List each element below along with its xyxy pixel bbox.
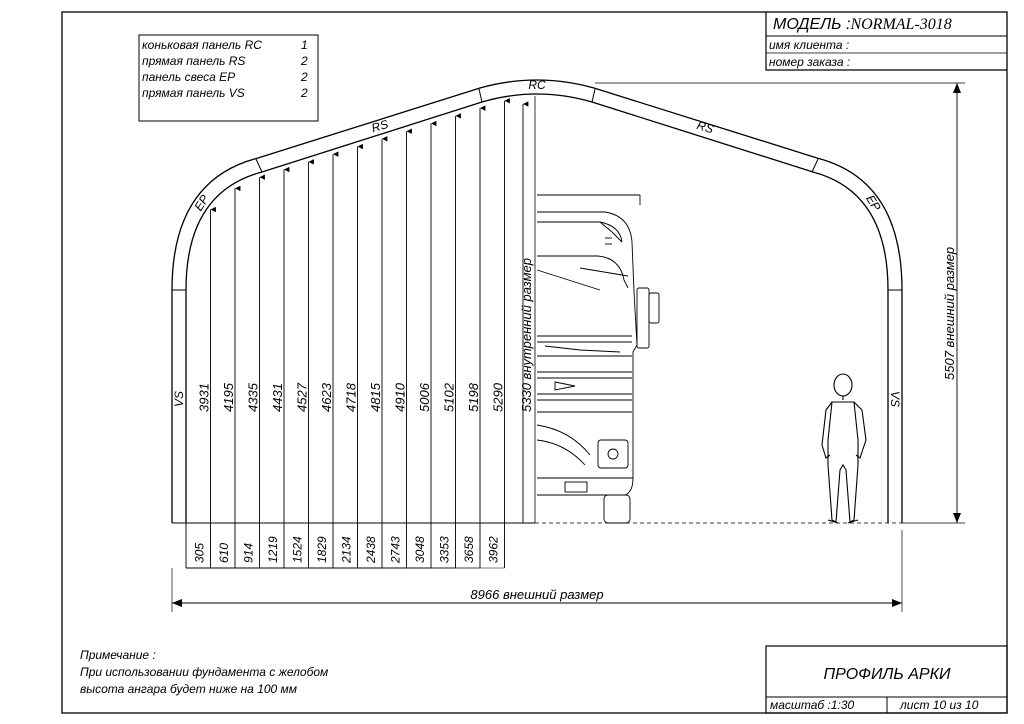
order-label: номер заказа : [769, 55, 850, 69]
label-rs-left: RS [370, 117, 390, 135]
legend-qty: 2 [300, 86, 308, 100]
legend-name: прямая панель RS [142, 54, 245, 68]
height-label: 4718 [344, 382, 359, 412]
person-figure [821, 373, 867, 524]
height-label: 4431 [270, 383, 285, 412]
height-label: 4623 [319, 382, 334, 412]
sheet-label: лист 10 из 10 [899, 698, 979, 712]
legend-qty: 2 [300, 70, 308, 84]
legend-qty: 1 [301, 38, 308, 52]
height-label: 5006 [417, 382, 432, 412]
legend-name: коньковая панель RC [142, 38, 262, 52]
height-label: 5290 [491, 382, 506, 412]
height-label: 4815 [368, 382, 383, 412]
height-label: 4195 [221, 382, 236, 412]
model-value: NORMAL-3018 [849, 16, 951, 33]
label-vs-left: VS [172, 391, 186, 407]
title-block: МОДЕЛЬ :NORMAL-3018 имя клиента : номер … [765, 12, 1007, 71]
client-label: имя клиента : [769, 38, 849, 52]
svg-text:МОДЕЛЬ :NORMAL-3018: МОДЕЛЬ :NORMAL-3018 [773, 16, 952, 33]
note-title: Примечание : [80, 648, 156, 662]
height-label: 4527 [295, 382, 310, 412]
width-label: 8966 внешний размер [470, 587, 603, 602]
width-dimension: 8966 внешний размер [171, 530, 903, 612]
sheet-border [61, 11, 1008, 714]
outer-height-dimension: 5507 внешний размер [595, 82, 965, 524]
legend-name: прямая панель VS [142, 86, 245, 100]
offset-label: 3962 [487, 536, 501, 563]
height-label: 3931 [197, 383, 212, 412]
legend-name: панель свеса EP [142, 70, 235, 84]
offset-label: 2743 [389, 536, 403, 564]
scale-label: масштаб :1:30 [770, 698, 854, 712]
height-label: 4910 [393, 382, 408, 412]
outer-height-label: 5507 внешний размер [942, 247, 957, 380]
offset-label: 3048 [413, 536, 427, 563]
offset-label: 3658 [462, 536, 476, 563]
offset-dimensions: 305 610 914 1219 1524 1829 2134 2438 2743 3048 335… [185, 523, 505, 569]
offset-label: 305 [193, 543, 207, 563]
panels-legend: коньковая панель RC 1 прямая панель RS 2… [138, 34, 319, 122]
offset-label: 610 [217, 543, 231, 563]
offset-label: 1524 [291, 536, 305, 563]
offset-label: 2438 [364, 536, 378, 564]
note-line2: высота ангара будет ниже на 100 мм [80, 682, 297, 696]
height-label: 4335 [246, 382, 261, 412]
height-label: 5198 [466, 382, 481, 412]
offset-label: 914 [242, 543, 256, 563]
inner-height-label: 5330 внутренний размер [519, 258, 534, 412]
inner-height-dimension: 5330 внутренний размер [519, 96, 536, 523]
offset-label: 2134 [340, 536, 354, 564]
note-line1: При использовании фундамента с желобом [80, 665, 328, 679]
offset-label: 3353 [438, 536, 452, 563]
drawing-title: ПРОФИЛЬ АРКИ [824, 666, 951, 683]
note-block: Примечание : При использовании фундамент… [80, 648, 328, 696]
model-label: МОДЕЛЬ : [773, 16, 850, 33]
label-rs-right: RS [695, 118, 715, 136]
arch-outline [171, 79, 903, 524]
footer-title-block: ПРОФИЛЬ АРКИ масштаб :1:30 лист 10 из 10 [765, 645, 1008, 714]
offset-label: 1219 [266, 536, 280, 563]
label-ep-right: EP [863, 192, 883, 213]
height-dimensions: 3931 4195 4335 4431 4527 4623 4718 4815 4910 5006… [197, 98, 510, 523]
height-label: 5102 [442, 382, 457, 412]
legend-qty: 2 [300, 54, 308, 68]
offset-label: 1829 [315, 536, 329, 563]
label-vs-right: VS [888, 391, 902, 407]
label-ep-left: EP [191, 192, 211, 213]
truck-illustration [536, 194, 660, 524]
label-rc: RC [528, 78, 546, 92]
